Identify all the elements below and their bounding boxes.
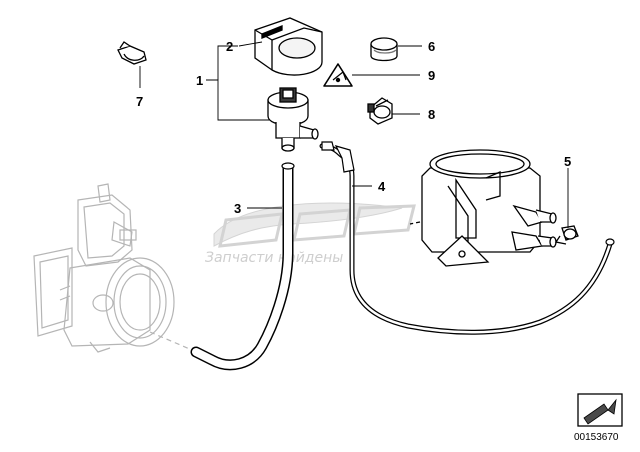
callout-7: 7 <box>136 94 143 109</box>
callout-3: 3 <box>234 201 241 216</box>
callout-8: 8 <box>428 107 435 122</box>
watermark-text: Запчасти найдены <box>205 250 343 266</box>
hose-clamp-part-5 <box>554 225 579 245</box>
hose-part-4 <box>319 141 615 335</box>
leader-1-2 <box>217 45 238 80</box>
watermark: Запчасти найдены <box>205 202 416 266</box>
callout-5: 5 <box>564 154 571 169</box>
solenoid-valve-part-1 <box>267 87 319 152</box>
arrow-icon <box>583 398 617 425</box>
leader-2 <box>238 41 263 47</box>
catalog-symbol-box <box>577 393 623 427</box>
bracket-part-2 <box>254 17 323 76</box>
cap-part-6 <box>370 37 398 62</box>
callout-4: 4 <box>378 179 386 194</box>
hose-part-3 <box>190 162 295 371</box>
clip-part-7 <box>117 41 147 65</box>
leader-1 <box>206 79 270 121</box>
carbon-canister-drawing <box>409 149 557 267</box>
callout-2: 2 <box>226 39 233 54</box>
catalog-number: 00153670 <box>574 432 619 443</box>
throttle-body-drawing <box>33 183 193 353</box>
callout-6: 6 <box>428 39 435 54</box>
hose-clip-part-8 <box>367 97 393 125</box>
callout-1: 1 <box>196 73 203 88</box>
warning-label-part-9 <box>323 63 353 87</box>
leader-lines <box>139 41 569 228</box>
callout-9: 9 <box>428 68 435 83</box>
